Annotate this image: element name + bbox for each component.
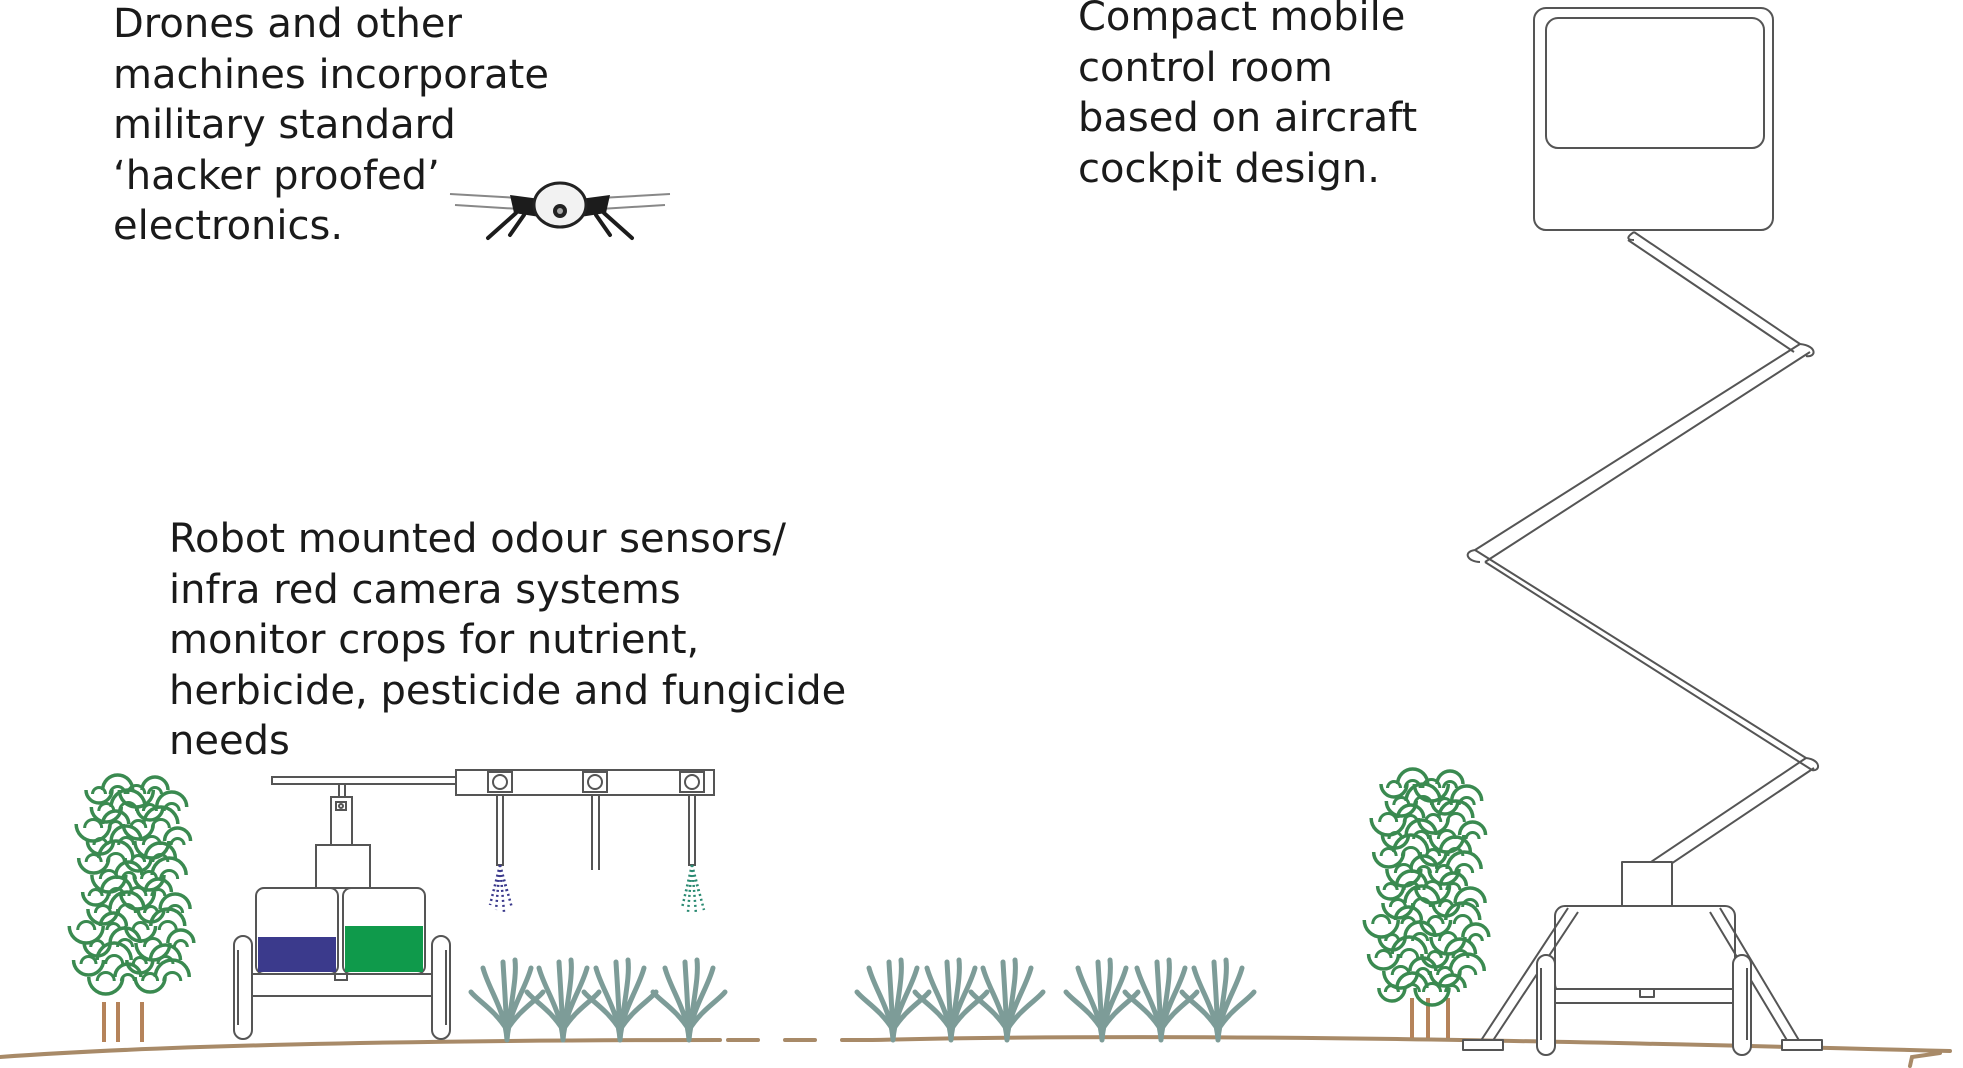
lift-wheel-left [1536, 954, 1556, 1056]
robot-nozzle-3 [688, 794, 696, 866]
robot-tank-nutrient [258, 937, 336, 972]
robot-boom-bar [271, 776, 458, 785]
robot-chassis [249, 973, 437, 997]
crop-plant-icon [1179, 957, 1257, 1043]
robot-wheel-left [233, 935, 253, 1040]
control-room-cabin [1533, 7, 1774, 231]
crop-plant-icon [968, 957, 1046, 1043]
robot-mast [338, 784, 346, 797]
crop-plant-icon [912, 957, 990, 1043]
scissor-lift-icon [1462, 231, 1823, 1056]
spray-fungicide [680, 864, 706, 915]
control-room-icon [1533, 7, 1774, 231]
robot-sensors-caption: Robot mounted odour sensors/ infra red c… [169, 516, 847, 764]
lift-leg-left [1479, 907, 1579, 1043]
lift-wheel-right [1732, 954, 1752, 1056]
robot-probe-2 [591, 795, 600, 870]
drones-caption: Drones and other machines incorporate mi… [113, 1, 549, 249]
tree-icon [1362, 767, 1491, 1038]
ground-line-tail [1908, 1051, 1942, 1068]
robot-nozzle-1 [496, 794, 504, 866]
robot-icon [233, 769, 715, 1040]
robot-wheel-right [431, 935, 451, 1040]
ground-line-left [0, 1038, 722, 1059]
ground [0, 1035, 1952, 1068]
lift-column [1621, 861, 1673, 907]
crop-plant-icon [650, 957, 728, 1043]
lift-base [1554, 905, 1736, 995]
robot-sensor-heads [487, 771, 705, 793]
crop-plant-icon [854, 957, 932, 1043]
crop-plant-icon [468, 957, 546, 1043]
drone-icon [449, 181, 671, 240]
robot-neck [315, 844, 371, 889]
tree-layer [67, 767, 1491, 1042]
tree-icon [67, 773, 196, 1042]
crop-plant-icon [1063, 957, 1141, 1043]
robot-tank-fungicide [345, 926, 423, 972]
crop-plant-icon [1122, 957, 1200, 1043]
control-room-window [1545, 17, 1765, 149]
crop-plant-icon [524, 957, 602, 1043]
spray-nutrient [488, 864, 514, 913]
crop-layer [468, 957, 1257, 1043]
control-room-caption: Compact mobile control room based on air… [1078, 0, 1418, 192]
crop-plant-icon [581, 957, 659, 1043]
